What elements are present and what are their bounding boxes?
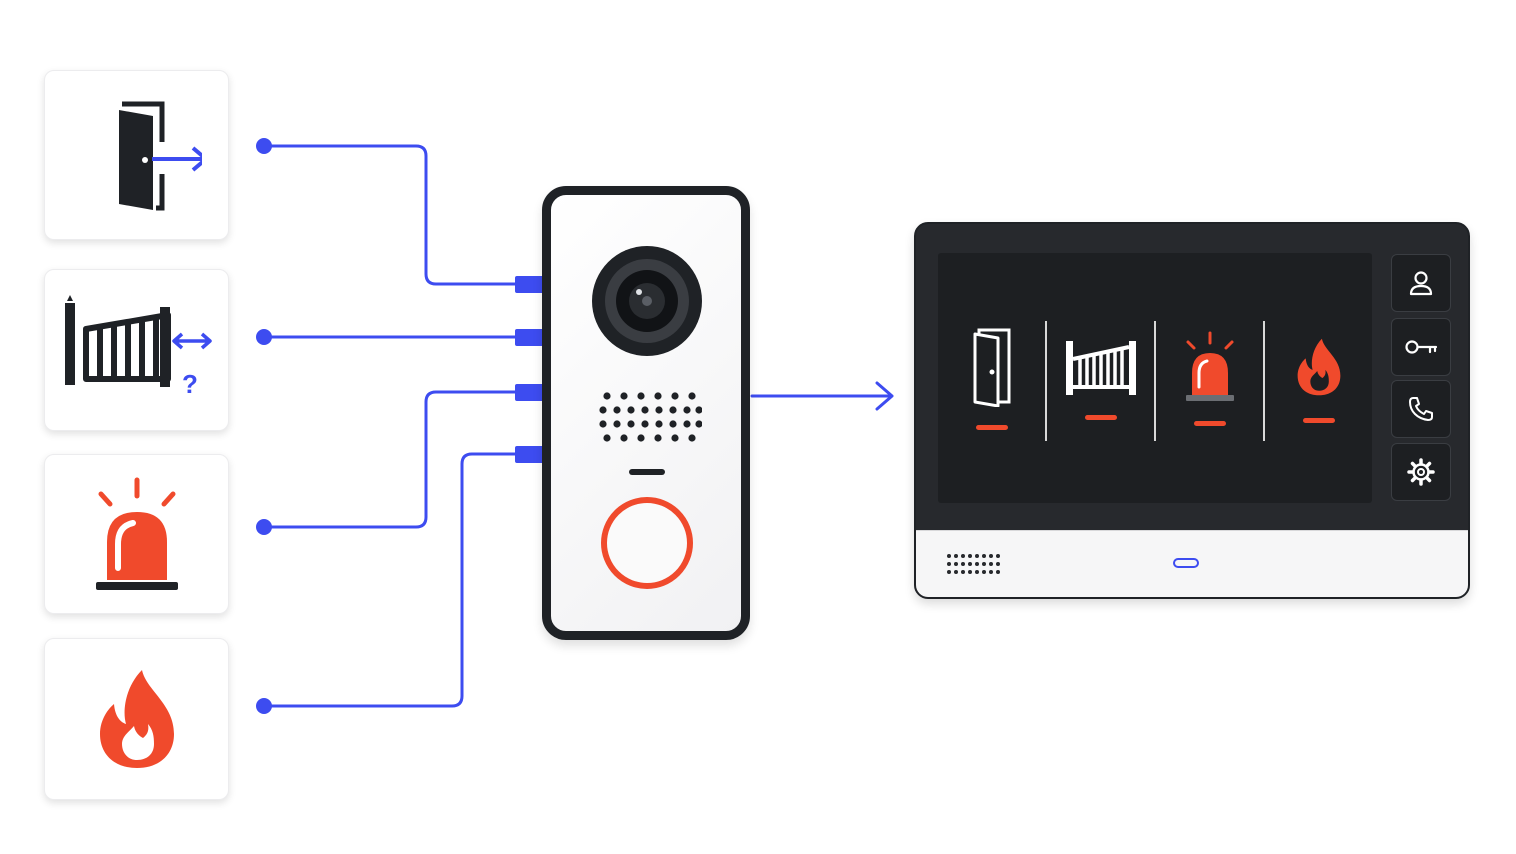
screen-divider (1045, 321, 1047, 441)
door-icon (973, 328, 1010, 407)
input-card-alarm (44, 454, 229, 614)
status-indicator (975, 424, 1008, 430)
unknown-status-mark: ? (182, 369, 198, 399)
sliding-gate-icon: ? (64, 295, 212, 399)
alarm-beacon-icon (95, 477, 178, 590)
settings-button[interactable] (1391, 443, 1451, 501)
screen-slot-alarm (1156, 253, 1263, 503)
screen-divider (1263, 321, 1265, 441)
screen-slot-gate (1047, 253, 1154, 503)
call-button[interactable] (601, 497, 693, 589)
fire-icon (1297, 338, 1340, 395)
screen-slot-door (938, 253, 1045, 503)
terminal-port (515, 276, 542, 293)
status-indicator (1084, 414, 1117, 420)
wire-fire (262, 452, 518, 708)
status-indicator (1302, 417, 1335, 423)
terminal-port (515, 446, 542, 463)
phone-icon (1409, 397, 1433, 421)
fire-icon (99, 670, 174, 768)
wire-endpoint (256, 138, 272, 154)
monitor-screen (938, 253, 1372, 503)
speaker-grille-icon (947, 554, 1000, 574)
input-card-gate: ? (44, 269, 229, 431)
door-exit-icon (118, 101, 202, 211)
gear-icon (1407, 458, 1435, 486)
status-indicator (1193, 420, 1226, 426)
user-icon (1409, 271, 1433, 296)
terminal-port (515, 384, 542, 401)
key-button[interactable] (1391, 318, 1451, 376)
user-button[interactable] (1391, 254, 1451, 312)
terminal-port (515, 329, 542, 346)
phone-button[interactable] (1391, 380, 1451, 438)
key-icon (1405, 340, 1438, 354)
wire-alarm (262, 390, 518, 529)
wire-to-monitor (750, 381, 894, 411)
wire-endpoint (256, 329, 272, 345)
indoor-monitor (914, 222, 1470, 599)
camera-lens-icon (592, 246, 702, 356)
home-button[interactable] (1173, 558, 1199, 568)
gate-icon (1065, 340, 1136, 395)
alarm-beacon-icon (1185, 331, 1234, 401)
monitor-base (916, 530, 1468, 597)
input-card-fire (44, 638, 229, 800)
indicator-slot (629, 469, 665, 475)
screen-slot-fire (1265, 253, 1372, 503)
screen-divider (1154, 321, 1156, 441)
wire-door-exit (262, 144, 518, 286)
wire-endpoint (256, 519, 272, 535)
speaker-grille-icon (599, 392, 702, 442)
input-card-door-exit (44, 70, 229, 240)
wire-endpoint (256, 698, 272, 714)
door-station (542, 186, 750, 640)
